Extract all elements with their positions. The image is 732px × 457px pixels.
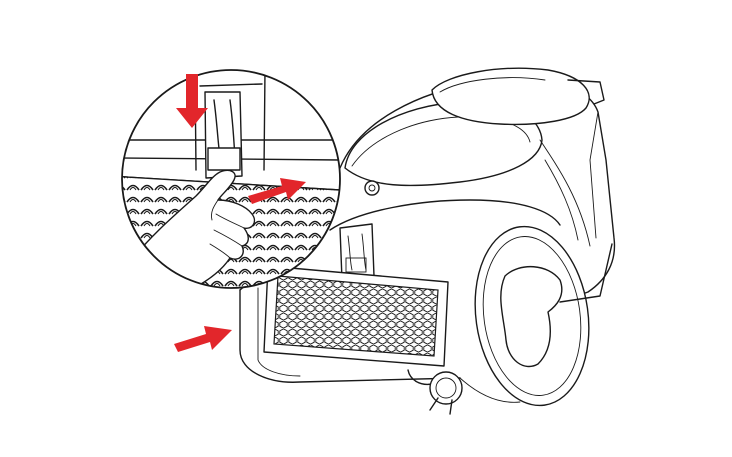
power-plug-icon [407,369,463,415]
zoom-detail-circle [121,69,341,289]
filter-mesh [273,275,439,357]
vacuum-cleaner-body [239,67,616,415]
power-button [364,180,380,196]
rear-wheel [474,225,590,407]
arrow-push-down-icon [176,74,208,128]
arrow-remove-grille-icon [174,326,232,352]
dome-cap [431,67,590,126]
arrow-pull-right-icon [248,178,306,204]
carry-handle [567,79,605,105]
